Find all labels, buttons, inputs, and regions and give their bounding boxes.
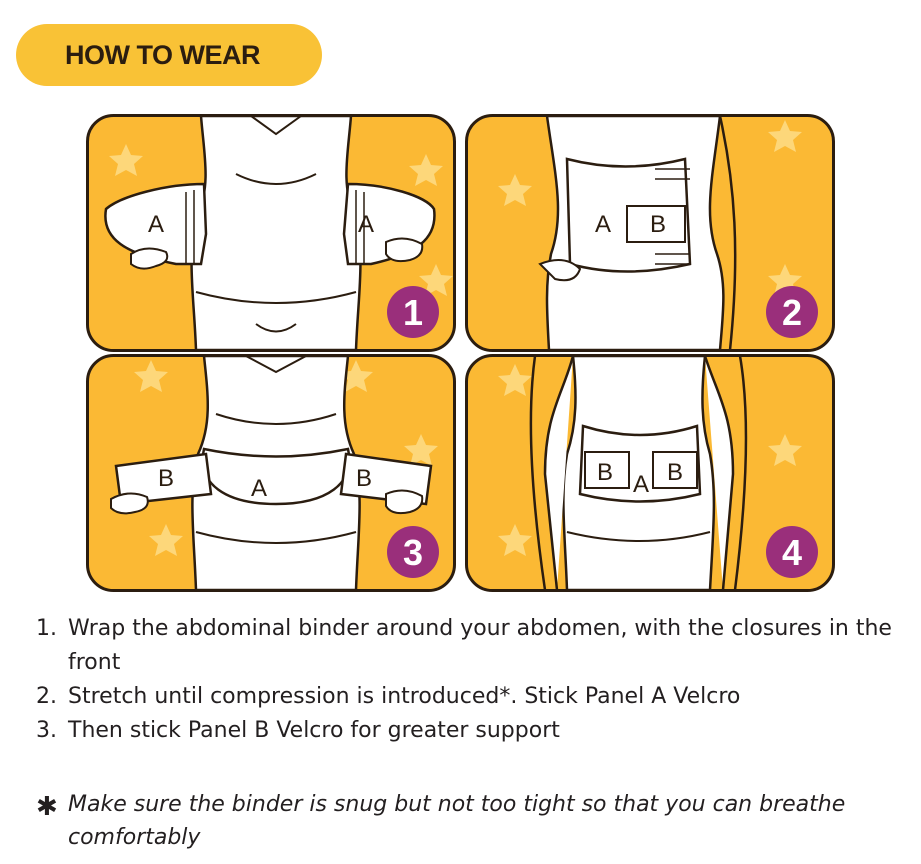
step-badge-2 [766,286,818,338]
panel-1-label-a-left: A [148,211,164,238]
step-badge-2-number: 2 [782,292,802,333]
step-badge-4 [766,526,818,578]
instruction-list: 1. Wrap the abdominal binder around your … [36,612,921,748]
step-badge-1-number: 1 [403,292,423,333]
panel-3-label-a: A [251,475,267,502]
how-to-wear-banner: HOW TO WEAR [16,24,322,86]
instruction-step: 2. Stretch until compression is introduce… [36,680,921,714]
step-illustration-2: A B 2 [465,114,835,352]
step-badge-1 [387,286,439,338]
step-badge-3-number: 3 [403,532,423,573]
panel-4-label-b-right: B [667,459,683,486]
step-text: Wrap the abdominal binder around your ab… [68,616,892,675]
step-badge-4-number: 4 [782,532,802,573]
step-badge-3 [387,526,439,578]
fit-note: ✱ Make sure the binder is snug but not t… [36,788,916,854]
fit-note-text: Make sure the binder is snug but not too… [68,792,846,850]
panel-4-label-a: A [633,471,649,498]
step-text: Stretch until compression is introduced*… [68,684,741,709]
panel-2-label-b: B [650,211,666,238]
panel-3-label-b-left: B [158,465,174,492]
panel-3-label-b-right: B [356,465,372,492]
instruction-step: 1. Wrap the abdominal binder around your … [36,612,921,680]
step-text: Then stick Panel B Velcro for greater su… [68,718,560,743]
step-illustration-3: B A B 3 [86,354,456,592]
panel-2-label-a: A [595,211,611,238]
banner-title: HOW TO WEAR [65,40,260,70]
panel-4-label-b-left: B [597,459,613,486]
step-number: 1. [36,616,57,641]
step-illustration-1: A A 1 [86,114,456,352]
panel-1-label-a-right: A [358,211,374,238]
instruction-step: 3. Then stick Panel B Velcro for greater … [36,714,921,748]
step-illustration-4: B A B 4 [465,354,835,592]
step-number: 3. [36,718,57,743]
asterisk-icon: ✱ [36,792,58,822]
step-number: 2. [36,684,57,709]
